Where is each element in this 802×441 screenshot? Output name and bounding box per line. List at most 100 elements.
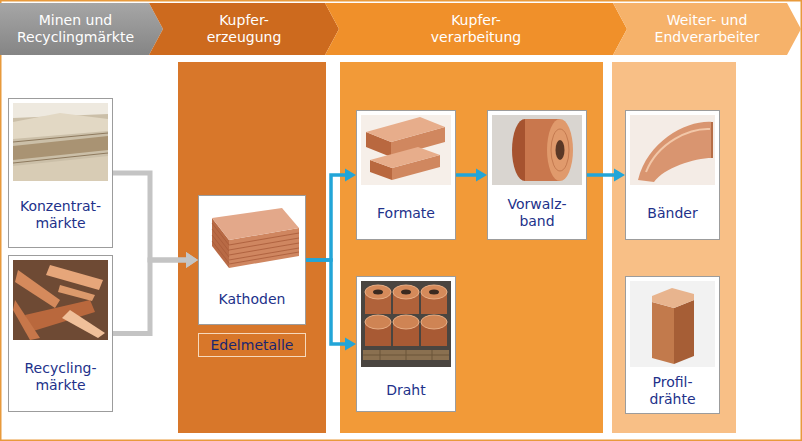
pallet (363, 350, 449, 360)
node-label: Vorwalz- band (496, 196, 578, 230)
chevron-fill (325, 3, 627, 55)
scrap-piece (46, 265, 103, 290)
node-label: Edelmetalle (211, 337, 294, 354)
node-label: Minen und Recyclingmärkte (12, 12, 140, 46)
coil-photo (492, 115, 582, 185)
product-card: Formate (356, 110, 456, 240)
card-fill (356, 276, 456, 412)
node-label: Kupfer- verarbeitung (419, 12, 534, 46)
photo-ground (630, 115, 715, 185)
cathode-photo (212, 208, 299, 268)
profile-top (652, 288, 694, 308)
strip (638, 122, 712, 182)
flow-arrow (587, 169, 625, 182)
photo-ground (630, 281, 715, 367)
product-card: Profil- drähte (625, 276, 720, 414)
chevron-fill (149, 3, 339, 55)
quarry-terrace (13, 136, 108, 160)
cathode-layers (212, 223, 299, 264)
node-label: Weiter- und Endverarbeiter (643, 12, 771, 46)
stage-chevron: Minen und Recyclingmärkte (0, 3, 163, 55)
quarry-terrace (13, 113, 108, 139)
wire-coil-hole (373, 290, 383, 295)
wire-coil-top (421, 285, 447, 299)
product-card: Vorwalz- band (487, 110, 587, 240)
profile-wire-photo (630, 281, 715, 367)
arrow-head (476, 169, 487, 182)
quarry-ground (13, 103, 108, 181)
coil-hole (556, 140, 565, 160)
column-panel (178, 62, 326, 433)
label-box: Edelmetalle (198, 333, 306, 357)
quarry-photo (13, 103, 108, 181)
arrow-head (186, 252, 198, 268)
stage-chevron: Weiter- und Endverarbeiter (613, 3, 801, 55)
product-card: Konzentrat- märkte (8, 98, 113, 248)
card-fill (625, 110, 720, 240)
card-fill (8, 255, 113, 412)
card-fill (198, 195, 306, 325)
slab-photo (361, 115, 451, 185)
card-fill (487, 110, 587, 240)
flow-arrow (306, 260, 356, 351)
node-label: Draht (386, 382, 425, 399)
column-panel (340, 62, 603, 433)
wire-coil-top (393, 315, 419, 329)
product-card: Bänder (625, 110, 720, 240)
flow-arrow (306, 169, 356, 261)
connector-line (306, 260, 347, 344)
scrap-piece (58, 285, 95, 301)
strip-edge (711, 122, 713, 158)
photo-ground (361, 281, 451, 367)
stage-chevron: Kupfer- verarbeitung (325, 3, 627, 55)
quarry-terrace (13, 156, 108, 181)
wire-coil-hole (429, 290, 439, 295)
coil-ring (551, 129, 569, 171)
profile-side (674, 300, 694, 364)
pallet-slats (363, 350, 449, 360)
scrap-piece (13, 300, 40, 340)
quarry-edge (13, 133, 108, 163)
card-fill (356, 110, 456, 240)
node-label: Kupfer- erzeugung (189, 12, 299, 46)
connector-line (306, 175, 347, 260)
photo-ground (361, 115, 451, 185)
scrap-ground (13, 260, 108, 340)
strip-highlight (646, 129, 710, 172)
node-label: Formate (377, 205, 435, 222)
product-card: Kathoden (198, 195, 306, 325)
wire-photo (361, 281, 451, 367)
wire-coil-top (421, 315, 447, 329)
connector-line (587, 173, 616, 177)
wire-coil-top (393, 285, 419, 299)
card-fill (8, 98, 113, 248)
flow-arrow (456, 169, 487, 182)
product-card: Draht (356, 276, 456, 412)
slab-top (370, 147, 440, 168)
photo-ground (492, 115, 582, 185)
connector-line (456, 173, 478, 177)
wire-coil-top (365, 285, 391, 299)
connector-line (113, 260, 188, 334)
node-label: Kathoden (219, 291, 286, 308)
scrap-photo (13, 260, 108, 340)
node-label: Profil- drähte (634, 374, 712, 408)
card-fill (625, 276, 720, 414)
chevron-fill (613, 3, 801, 55)
arrow-head (345, 169, 356, 182)
chevron-fill (0, 3, 163, 55)
arrow-head (614, 169, 625, 182)
product-card: Recycling- märkte (8, 255, 113, 412)
coil-face (547, 119, 573, 181)
strip-photo (630, 115, 715, 185)
wire-coil-hole (401, 290, 411, 295)
flow-arrow (113, 173, 198, 268)
stage-chevron: Kupfer- erzeugung (149, 3, 339, 55)
arrow-head (186, 252, 198, 268)
node-label: Recycling- märkte (15, 360, 107, 394)
profile-front (652, 302, 674, 364)
wire-coil-top (365, 315, 391, 329)
slab-top (366, 117, 445, 142)
connector-line (113, 173, 188, 260)
